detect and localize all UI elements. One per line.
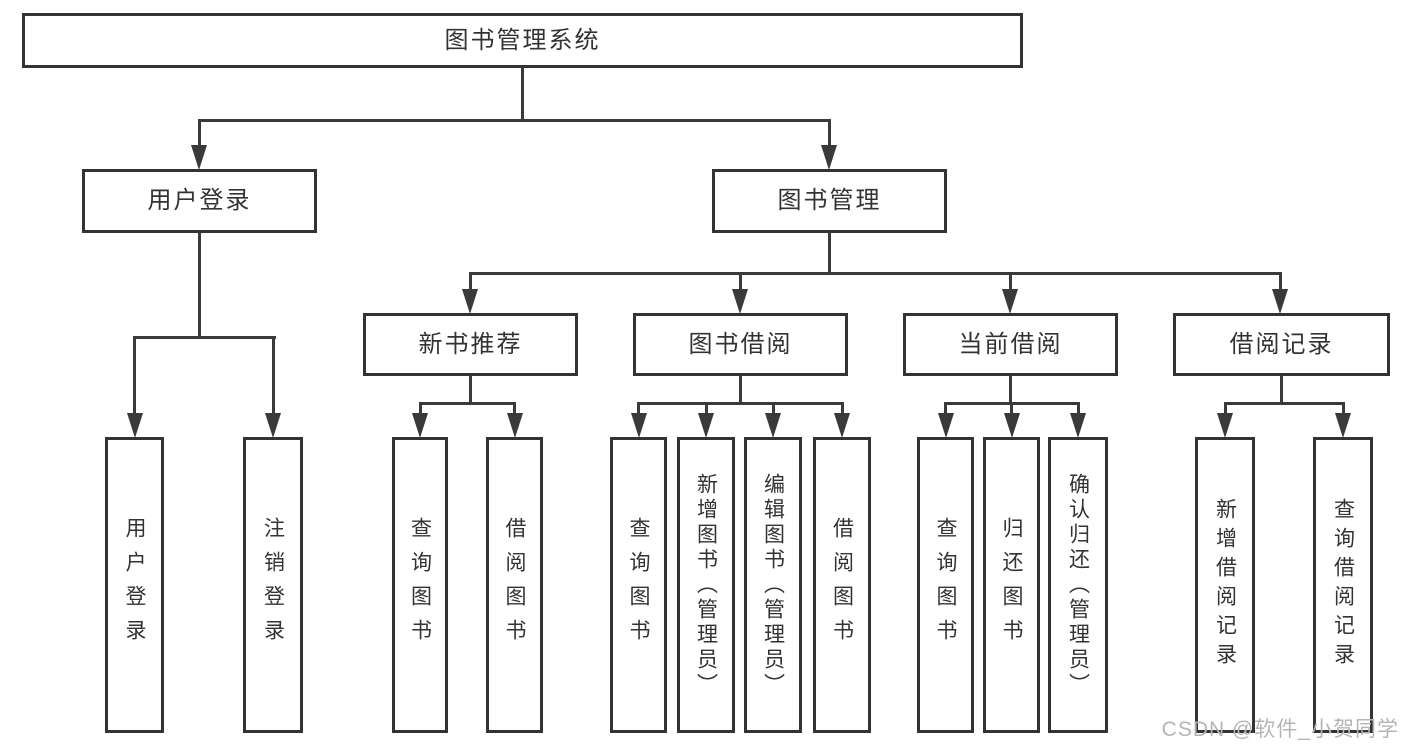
node-label: 当前借阅: [958, 330, 1063, 358]
connector-line: [1010, 402, 1013, 416]
leaf-query-books-current: 查询图书: [917, 437, 974, 733]
arrow-down-icon: [765, 413, 781, 438]
node-label: 借阅图书: [830, 517, 854, 653]
node-label: 查询图书: [408, 517, 432, 653]
connector-line: [198, 119, 201, 149]
node-label: 确认归还（管理员）: [1066, 472, 1090, 698]
arrow-down-icon: [834, 413, 850, 438]
leaf-add-borrow-record: 新增借阅记录: [1195, 437, 1255, 733]
connector-line: [1280, 376, 1283, 404]
connector-line: [198, 119, 831, 122]
connector-line: [198, 233, 201, 339]
connector-line: [1342, 402, 1345, 416]
connector-line: [1279, 272, 1282, 292]
connector-line: [705, 402, 708, 416]
connector-line: [1224, 402, 1345, 405]
connector-line: [944, 402, 947, 416]
connector-line: [1077, 402, 1080, 416]
node-label: 用户登录: [123, 517, 146, 653]
arrow-down-icon: [1217, 413, 1233, 438]
csdn-watermark: CSDN @软件_小贺同学: [1161, 718, 1399, 741]
arrow-down-icon: [1070, 413, 1086, 438]
node-label: 新增借阅记录: [1213, 498, 1237, 672]
node-label: 借阅记录: [1229, 330, 1334, 358]
node-library-management-system: 图书管理系统: [22, 13, 1023, 68]
node-label: 注销登录: [261, 517, 285, 653]
connector-line: [419, 402, 422, 416]
arrow-down-icon: [821, 145, 837, 170]
connector-line: [419, 402, 516, 405]
connector-line: [637, 402, 843, 405]
arrow-down-icon: [462, 289, 478, 314]
node-borrow-records: 借阅记录: [1173, 313, 1390, 376]
arrow-down-icon: [1335, 413, 1351, 438]
node-label: 查询图书: [934, 517, 957, 653]
leaf-query-books-recommend: 查询图书: [392, 437, 448, 733]
node-label: 新增图书（管理员）: [694, 472, 718, 698]
connector-line: [739, 272, 742, 292]
connector-line: [521, 68, 524, 122]
node-book-borrow: 图书借阅: [633, 313, 848, 376]
arrow-down-icon: [412, 413, 428, 438]
leaf-edit-book-admin: 编辑图书（管理员）: [744, 437, 802, 733]
arrow-down-icon: [938, 413, 954, 438]
connector-line: [1009, 376, 1012, 404]
connector-line: [272, 336, 275, 416]
leaf-add-book-admin: 新增图书（管理员）: [677, 437, 735, 733]
leaf-return-book: 归还图书: [983, 437, 1040, 733]
arrow-down-icon: [191, 145, 207, 170]
connector-line: [1009, 272, 1012, 292]
connector-line: [469, 272, 1282, 275]
connector-line: [739, 376, 742, 404]
leaf-logout: 注销登录: [243, 437, 303, 733]
node-label: 编辑图书（管理员）: [761, 472, 785, 698]
leaf-query-borrow-record: 查询借阅记录: [1313, 437, 1373, 733]
arrow-down-icon: [507, 413, 523, 438]
node-label: 查询图书: [627, 517, 650, 653]
node-new-book-recommend: 新书推荐: [363, 313, 578, 376]
node-label: 图书借阅: [688, 330, 793, 358]
connector-line: [828, 233, 831, 275]
arrow-down-icon: [631, 413, 647, 438]
connector-line: [1224, 402, 1227, 416]
connector-line: [841, 402, 844, 416]
node-label: 用户登录: [147, 187, 252, 214]
connector-line: [772, 402, 775, 416]
arrow-down-icon: [732, 289, 748, 314]
leaf-borrow-books-recommend: 借阅图书: [486, 437, 543, 733]
node-label: 图书管理系统: [444, 26, 601, 54]
connector-line: [513, 402, 516, 416]
node-label: 查询借阅记录: [1331, 498, 1355, 672]
node-book-management: 图书管理: [712, 169, 947, 233]
leaf-query-books-borrow: 查询图书: [610, 437, 667, 733]
arrow-down-icon: [1002, 289, 1018, 314]
node-label: 归还图书: [1000, 517, 1023, 653]
leaf-borrow-books-2: 借阅图书: [813, 437, 871, 733]
leaf-confirm-return-admin: 确认归还（管理员）: [1048, 437, 1108, 733]
connector-line: [469, 272, 472, 292]
connector-line: [133, 336, 276, 339]
arrow-down-icon: [127, 413, 143, 438]
connector-line: [133, 336, 136, 416]
arrow-down-icon: [1004, 413, 1020, 438]
leaf-user-login: 用户登录: [105, 437, 164, 733]
arrow-down-icon: [1272, 289, 1288, 314]
connector-line: [828, 119, 831, 149]
node-label: 借阅图书: [503, 517, 526, 653]
connector-line: [637, 402, 640, 416]
node-label: 图书管理: [777, 187, 882, 214]
node-current-borrow: 当前借阅: [903, 313, 1118, 376]
node-user-login: 用户登录: [82, 169, 317, 233]
arrow-down-icon: [265, 413, 281, 438]
arrow-down-icon: [698, 413, 714, 438]
connector-line: [469, 376, 472, 404]
node-label: 新书推荐: [418, 330, 523, 358]
